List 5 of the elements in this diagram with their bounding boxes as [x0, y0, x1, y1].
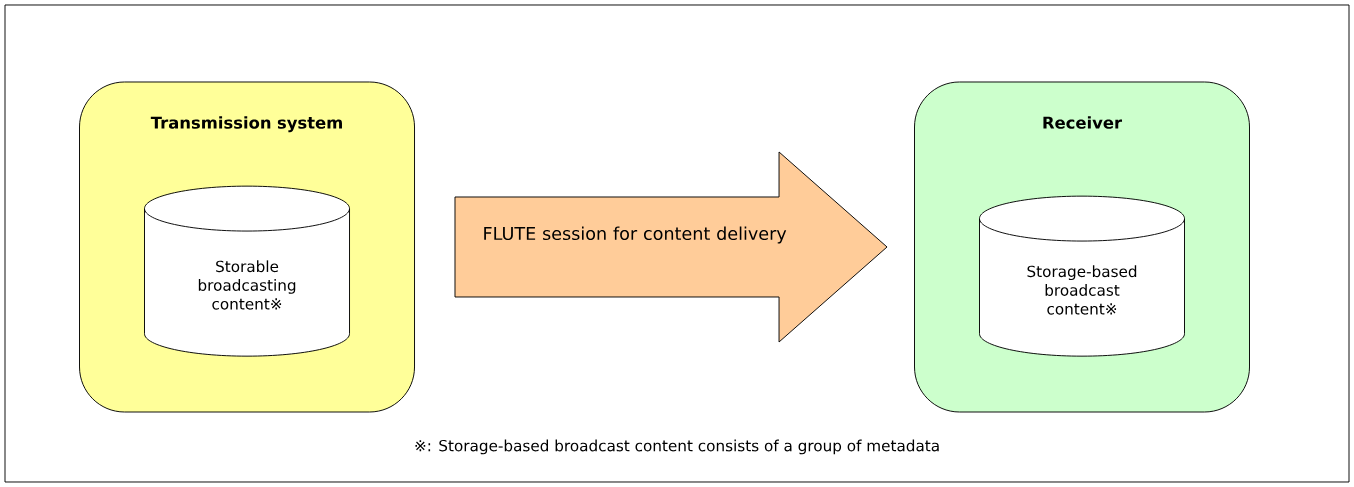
arrow-label: FLUTE session for content delivery [484, 226, 787, 244]
database-cylinder: Storage-based broadcast content※ [979, 195, 1185, 357]
database-cylinder: Storable broadcasting content※ [144, 185, 350, 357]
block-arrow [454, 151, 888, 343]
footnote: ※: Storage-based broadcast content consists of a group of metadata [415, 439, 939, 455]
